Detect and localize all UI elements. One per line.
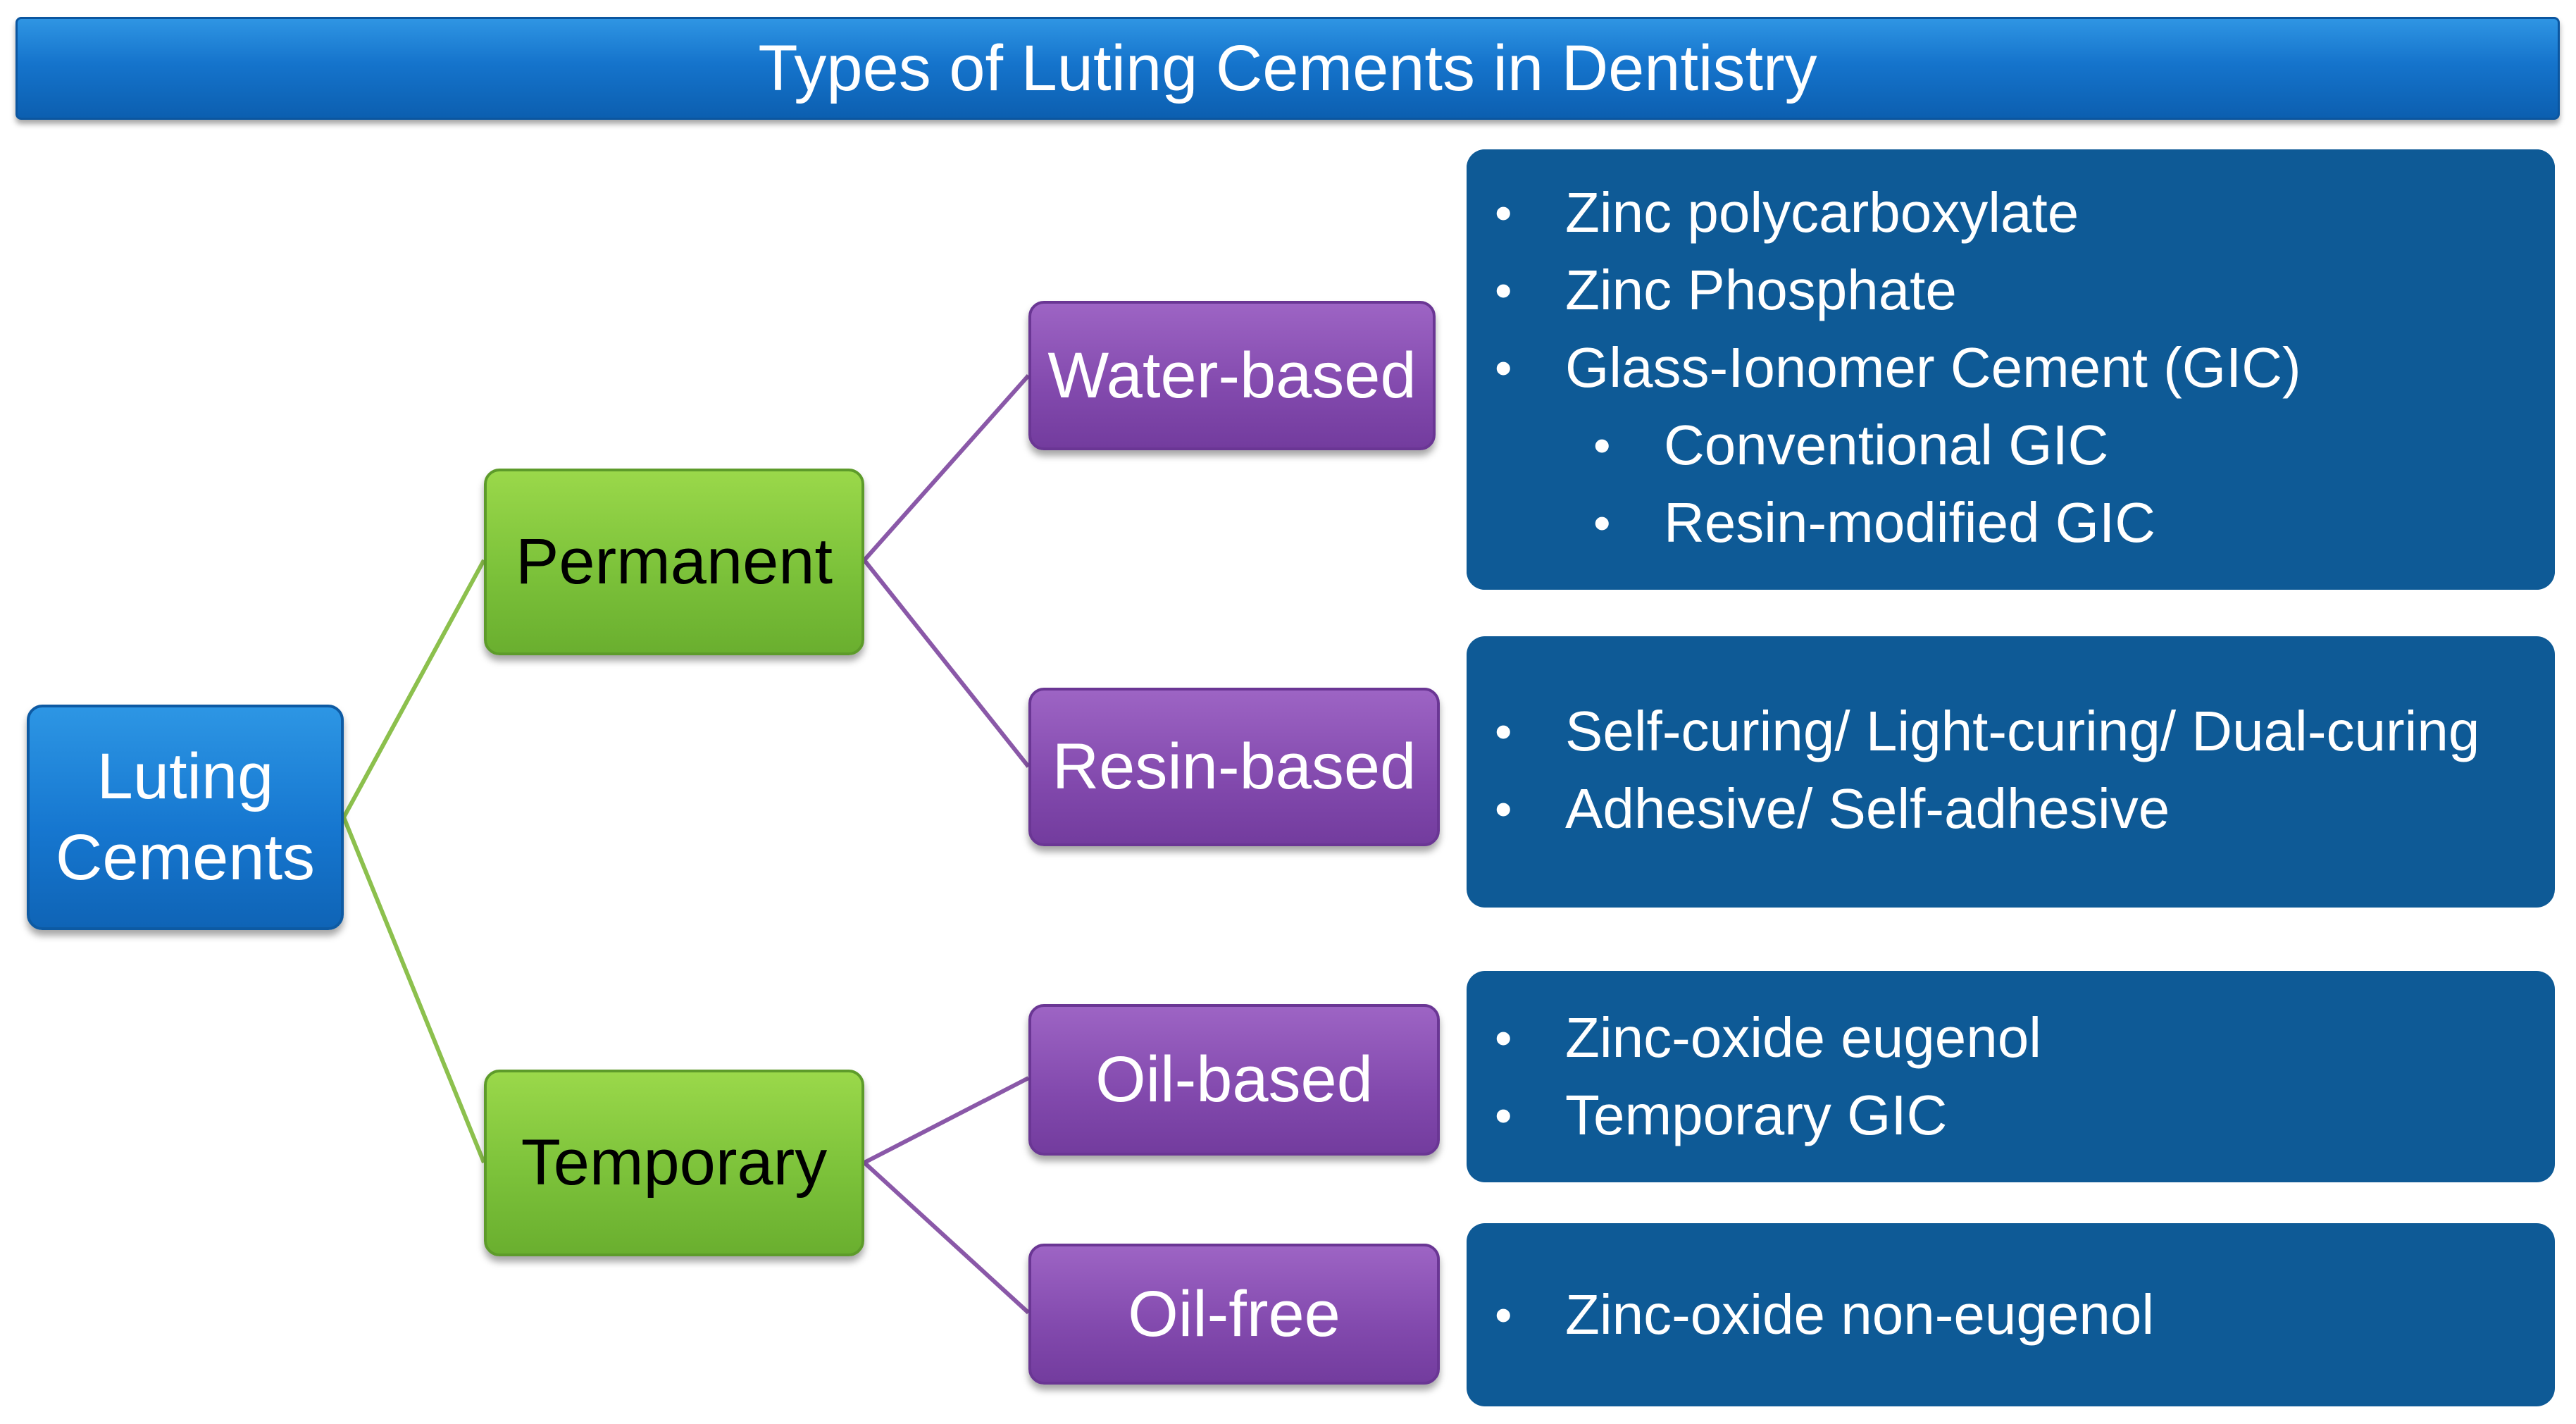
- detail-item: Temporary GIC: [1495, 1077, 2555, 1154]
- diagram-title: Types of Luting Cements in Dentistry: [15, 17, 2560, 120]
- category-label-permanent: Permanent: [515, 526, 833, 598]
- detail-item: Zinc polycarboxylate: [1495, 174, 2555, 252]
- subtype-node-oil-free: Oil-free: [1028, 1244, 1440, 1385]
- category-node-temporary: Temporary: [484, 1070, 864, 1256]
- root-node-line2: Cements: [55, 822, 316, 893]
- subtype-node-water-based: Water-based: [1028, 301, 1436, 450]
- detail-item: Adhesive/ Self-adhesive: [1495, 770, 2555, 848]
- detail-item: Glass-Ionomer Cement (GIC): [1495, 329, 2555, 407]
- category-label-temporary: Temporary: [521, 1127, 828, 1199]
- detail-subitem: Resin-modified GIC: [1495, 484, 2555, 562]
- root-node-line1: Luting: [97, 741, 274, 812]
- detail-list-water-based-wrapper: Zinc polycarboxylate Zinc Phosphate Glas…: [1467, 149, 2555, 590]
- root-node-luting-cements: Luting Cements: [27, 705, 344, 930]
- subtype-label-resin-based: Resin-based: [1052, 731, 1417, 803]
- detail-box-resin-based: Self-curing/ Light-curing/ Dual-curing A…: [1467, 636, 2555, 908]
- connector-temporary-oil-free: [862, 1160, 1031, 1315]
- detail-item: Zinc-oxide non-eugenol: [1495, 1276, 2555, 1354]
- detail-box-oil-based: Zinc-oxide eugenol Temporary GIC: [1467, 971, 2555, 1182]
- subtype-node-oil-based: Oil-based: [1028, 1004, 1440, 1156]
- subtype-node-resin-based: Resin-based: [1028, 688, 1440, 846]
- connector-permanent-water: [862, 374, 1031, 562]
- connector-root-permanent: [342, 559, 486, 819]
- connector-permanent-resin: [862, 559, 1031, 768]
- subtype-label-oil-free: Oil-free: [1128, 1277, 1340, 1350]
- detail-item: Zinc Phosphate: [1495, 252, 2555, 329]
- detail-list-resin-based: Self-curing/ Light-curing/ Dual-curing A…: [1495, 693, 2555, 848]
- subtype-label-oil-based: Oil-based: [1095, 1044, 1373, 1115]
- connector-temporary-oil-based: [863, 1076, 1030, 1165]
- detail-subitem: Conventional GIC: [1495, 407, 2555, 484]
- diagram-title-text: Types of Luting Cements in Dentistry: [758, 32, 1817, 104]
- detail-list-oil-free: Zinc-oxide non-eugenol: [1495, 1276, 2555, 1354]
- detail-item: Self-curing/ Light-curing/ Dual-curing: [1495, 693, 2555, 770]
- category-node-permanent: Permanent: [484, 469, 864, 655]
- detail-box-oil-free: Zinc-oxide non-eugenol: [1467, 1223, 2555, 1406]
- detail-list-water-based: Zinc polycarboxylate Zinc Phosphate Glas…: [1495, 174, 2555, 562]
- detail-list-oil-based: Zinc-oxide eugenol Temporary GIC: [1495, 999, 2555, 1154]
- detail-item: Zinc-oxide eugenol: [1495, 999, 2555, 1077]
- connector-root-temporary: [342, 816, 486, 1164]
- subtype-label-water-based: Water-based: [1047, 339, 1417, 411]
